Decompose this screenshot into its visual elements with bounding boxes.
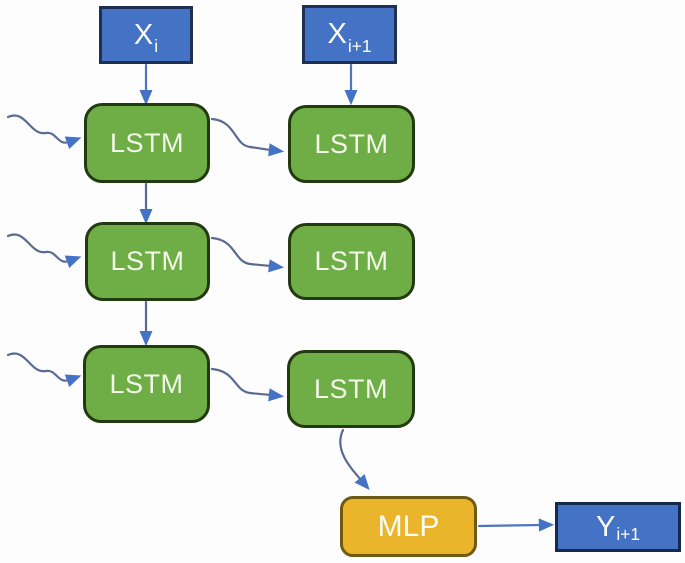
lstm-label: LSTM — [313, 373, 388, 404]
output-yi1-label: Y — [595, 510, 616, 543]
arrow-recurrent-in-l2 — [6, 233, 82, 268]
arrow-recurrent-in-l1 — [6, 114, 82, 149]
lstm-label: LSTM — [109, 368, 184, 399]
input-xi-subscript: i — [154, 35, 159, 56]
input-xi-label: X — [133, 18, 154, 51]
arrow-lstm-l1-to-r1 — [210, 117, 285, 157]
lstm-box-left-3: LSTM — [83, 345, 210, 423]
lstm-label: LSTM — [314, 128, 389, 159]
lstm-box-left-1: LSTM — [84, 103, 210, 183]
mlp-label: MLP — [377, 509, 440, 543]
lstm-box-right-3: LSTM — [287, 350, 415, 428]
arrow-lstm-r3-to-mlp — [339, 428, 370, 491]
lstm-label: LSTM — [314, 246, 389, 276]
lstm-label: LSTM — [110, 246, 185, 276]
lstm-box-left-2: LSTM — [85, 222, 210, 301]
lstm-box-right-1: LSTM — [288, 105, 415, 183]
input-xi1-label: X — [327, 18, 347, 50]
mlp-box: MLP — [340, 496, 477, 557]
arrow-lstm-l2-to-r2 — [210, 236, 285, 273]
output-yi1-subscript: i+1 — [616, 523, 641, 544]
lstm-label: LSTM — [109, 127, 184, 158]
arrow-lstm-l3-to-r3 — [210, 367, 285, 402]
arrow-recurrent-in-l3 — [6, 352, 82, 387]
lstm-box-right-2: LSTM — [288, 223, 415, 300]
input-xi1-subscript: i+1 — [347, 35, 372, 56]
arrow-mlp-to-yi1 — [477, 518, 555, 532]
